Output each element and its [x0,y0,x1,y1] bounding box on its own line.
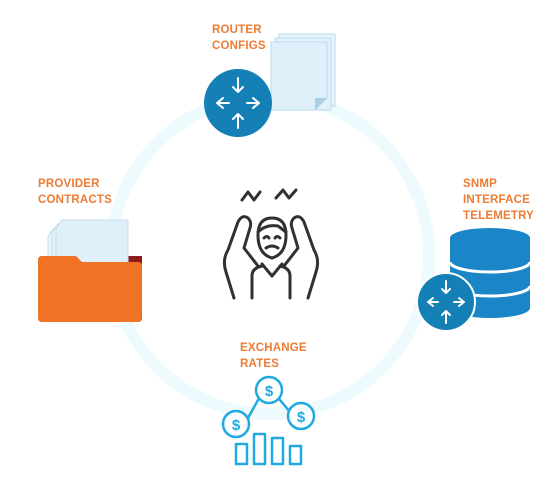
svg-text:$: $ [232,417,241,434]
provider-contracts-label: PROVIDER CONTRACTS [38,178,112,206]
router-icon [416,272,476,332]
svg-text:$: $ [265,383,274,400]
svg-text:$: $ [297,409,306,426]
folder-icon [38,219,142,322]
exchange-rates-label: EXCHANGE RATES [240,342,307,370]
router-configs-label: ROUTER CONFIGS [212,24,266,52]
frustrated-person-icon [222,188,320,300]
router-icon [204,69,272,137]
exchange-rate-chart-icon: $ $ $ [221,375,316,466]
document-stack-icon [270,33,336,111]
snmp-telemetry-label: SNMP INTERFACE TELEMETRY [463,178,535,222]
